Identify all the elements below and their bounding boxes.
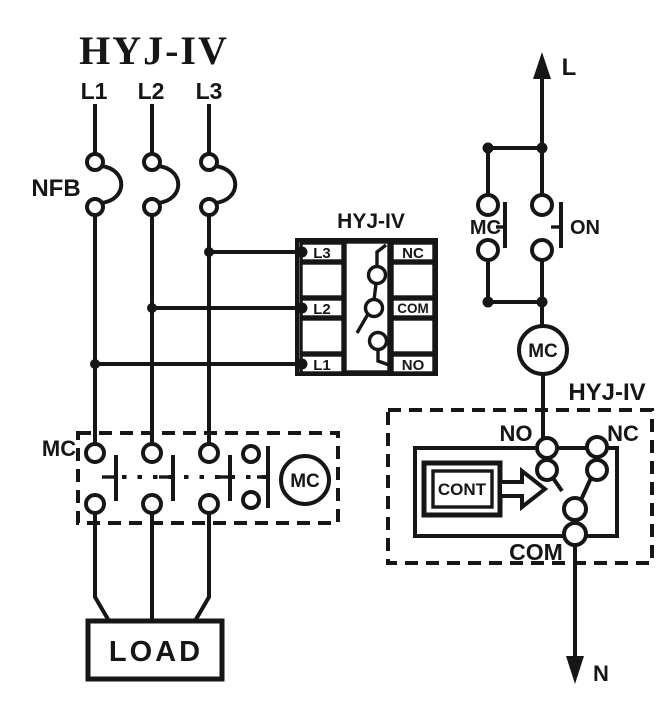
- terminal-l1: L1: [313, 357, 331, 374]
- holding-contact-label: MC: [470, 217, 501, 239]
- terminal-dot: [296, 302, 308, 314]
- phase-label-l3: L3: [196, 78, 223, 104]
- no-label: NO: [500, 421, 533, 446]
- output-changeover-symbol: [535, 435, 609, 547]
- contactor-box: MC MC: [42, 431, 340, 525]
- terminal-nc: NC: [402, 245, 424, 262]
- relay-body: [413, 446, 619, 538]
- controller-block: CONT: [421, 460, 549, 518]
- relay-output-title: HYJ-IV: [568, 379, 645, 406]
- controller-label: CONT: [438, 480, 487, 499]
- line-terminal: L: [533, 52, 576, 148]
- relay-changeover-symbol: [355, 243, 390, 367]
- down-arrow-icon: [566, 656, 584, 684]
- relay-output-box: HYJ-IV CONT NO NC COM N: [386, 379, 654, 686]
- junction-dot: [90, 359, 100, 369]
- on-button: ON: [530, 148, 600, 302]
- right-block-arrow-icon: [498, 466, 549, 512]
- terminal-com: COM: [397, 301, 429, 316]
- breaker-symbol-l2: [142, 152, 181, 217]
- terminal-l2: L2: [313, 301, 331, 318]
- breaker-label: NFB: [31, 175, 80, 202]
- neutral-terminal: N: [566, 545, 609, 686]
- terminal-l3: L3: [313, 245, 331, 262]
- load-wire-1: [93, 513, 111, 623]
- load-label: LOAD: [109, 636, 203, 668]
- breaker-symbol-l1: [85, 152, 124, 217]
- terminal-no: NO: [402, 357, 425, 374]
- power-circuit: HYJ-IV L1 L2 L3 NFB: [31, 28, 301, 444]
- junction-dot: [204, 247, 214, 257]
- contactor-outline: [76, 431, 340, 525]
- relay-output-outline: [386, 408, 654, 565]
- control-circuit: L MC ON MC: [470, 52, 600, 448]
- page-title: HYJ-IV: [79, 28, 229, 73]
- load-wire-3: [193, 513, 211, 623]
- main-contact-2: [141, 442, 175, 515]
- contactor-label: MC: [42, 436, 76, 461]
- load-section: LOAD: [85, 513, 225, 682]
- holding-contact: MC: [470, 148, 507, 302]
- line-label: L: [562, 54, 577, 81]
- junction-dot: [147, 303, 157, 313]
- neutral-label: N: [593, 661, 609, 686]
- nc-label: NC: [607, 421, 639, 446]
- terminal-dot: [296, 358, 308, 370]
- aux-contact: [241, 444, 270, 510]
- terminal-dot: [296, 246, 308, 258]
- phase-label-l1: L1: [81, 78, 108, 104]
- contactor-coil-label: MC: [290, 471, 320, 492]
- main-contact-1: [84, 442, 118, 515]
- relay-block: HYJ-IV L3 L2 L1 NC CO: [295, 210, 438, 376]
- on-button-label: ON: [570, 217, 600, 239]
- relay-block-title: HYJ-IV: [337, 210, 405, 233]
- com-label: COM: [509, 539, 563, 565]
- control-coil-label: MC: [528, 341, 558, 362]
- main-contact-3: [198, 442, 232, 515]
- breaker-symbol-l3: [199, 152, 238, 217]
- relay-switch-window: [343, 240, 391, 374]
- contactor-coil-symbol: MC: [279, 454, 331, 506]
- load-box: [85, 618, 225, 682]
- up-arrow-icon: [533, 52, 551, 79]
- phase-label-l2: L2: [138, 78, 165, 104]
